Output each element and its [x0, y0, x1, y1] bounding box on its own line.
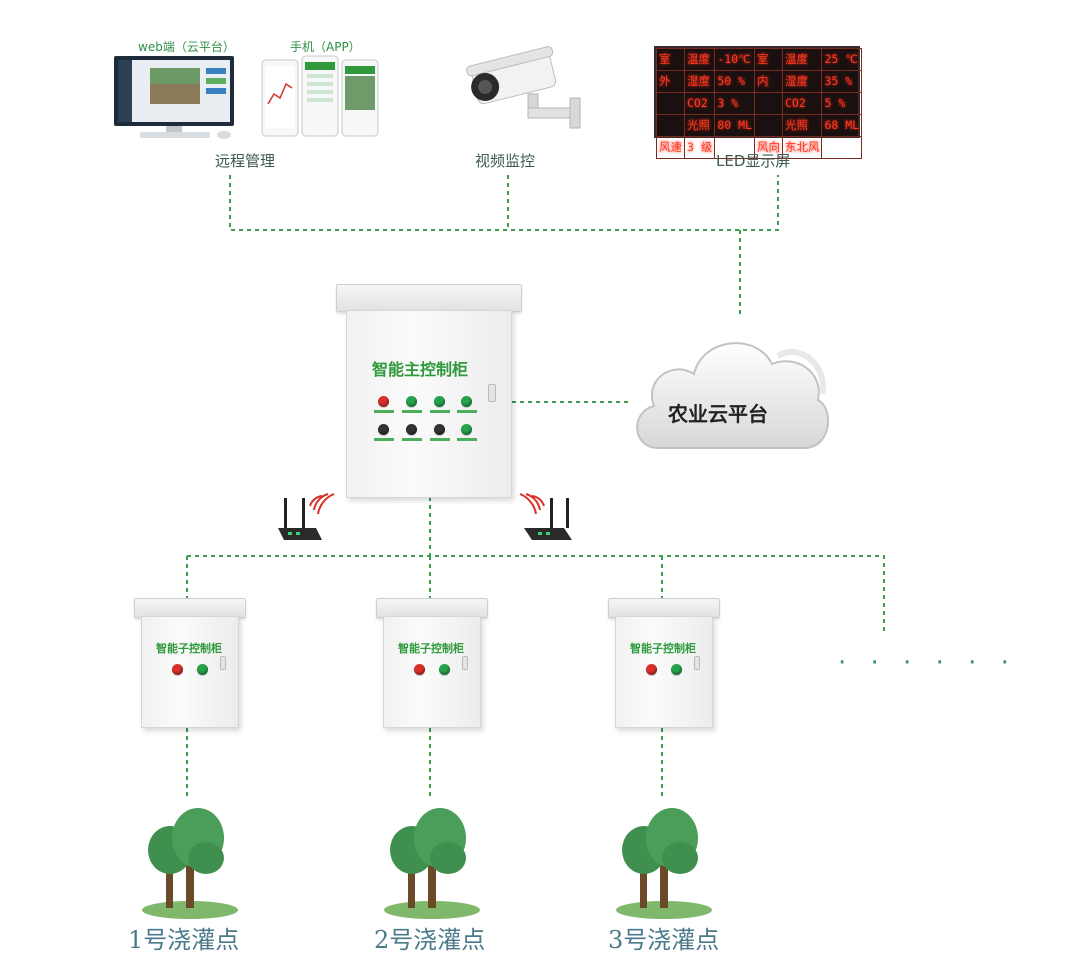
led-cell: 光照: [781, 114, 823, 137]
red-button-icon: [172, 664, 183, 675]
led-cell: CO2: [683, 92, 716, 115]
led-cell: 光照: [683, 114, 716, 137]
led-cell: [656, 92, 685, 115]
led-cell: 25 ℃: [821, 48, 863, 71]
main-cabinet-title: 智能主控制柜: [372, 360, 469, 379]
tree-icon: [142, 808, 238, 919]
main-cabinet-handle: [488, 384, 496, 402]
led-cell: 外: [656, 70, 685, 93]
led-cell: 风向: [753, 136, 783, 159]
main-cabinet: [346, 310, 512, 498]
led-cell: 湿度: [683, 70, 716, 93]
remote-label: 远程管理: [215, 152, 276, 170]
led-cell: [656, 114, 685, 137]
sub-cabinet-title: 智能子控制柜: [398, 642, 464, 655]
monitor-icon: [114, 56, 234, 139]
camera-icon: [466, 46, 581, 129]
led-cell: 温度: [781, 48, 823, 71]
led-cell: -10℃: [714, 48, 755, 71]
green-button-icon: [671, 664, 682, 675]
sub-cabinet-3: [615, 616, 713, 728]
more-indicator: · · · · · ·: [838, 648, 1017, 678]
tree-icon: [384, 808, 480, 919]
led-cell: 内: [753, 70, 783, 93]
dark-button-icon: [406, 424, 417, 435]
red-button-icon: [378, 396, 389, 407]
green-button-icon: [461, 396, 472, 407]
button-tag: [430, 410, 450, 413]
led-cell: 35 %: [821, 70, 863, 93]
button-tag: [402, 438, 422, 441]
phone-icon: [261, 55, 379, 137]
button-tag: [457, 438, 477, 441]
cloud-label: 农业云平台: [668, 402, 768, 426]
sub-cabinet-title: 智能子控制柜: [156, 642, 222, 655]
led-cell: CO2: [781, 92, 823, 115]
sub-cabinet-handle: [462, 656, 468, 670]
main-cabinet-roof: [336, 284, 522, 312]
led-cell: 68 ML: [821, 114, 863, 137]
sub-cabinet-1: [141, 616, 239, 728]
router-icon: [278, 493, 335, 540]
button-tag: [374, 410, 394, 413]
green-button-icon: [461, 424, 472, 435]
led-cell: 50 %: [714, 70, 755, 93]
led-cell: 3 级: [683, 136, 716, 159]
button-tag: [402, 410, 422, 413]
green-button-icon: [406, 396, 417, 407]
led-cell: 风速: [656, 136, 685, 159]
led-label: LED显示屏: [716, 152, 791, 170]
red-button-icon: [646, 664, 657, 675]
cloud-icon: [636, 342, 830, 449]
led-cell: 80 ML: [714, 114, 755, 137]
sub-cabinet-roof: [608, 598, 720, 618]
red-button-icon: [414, 664, 425, 675]
dark-button-icon: [434, 424, 445, 435]
led-cell: 室: [656, 48, 685, 71]
led-cell: [753, 114, 783, 137]
led-cell: 5 %: [821, 92, 863, 115]
led-cell: 温度: [683, 48, 716, 71]
sub-cabinet-title: 智能子控制柜: [630, 642, 696, 655]
irrigation-point-label-2: 2号浇灌点: [374, 926, 486, 954]
green-button-icon: [197, 664, 208, 675]
green-button-icon: [434, 396, 445, 407]
led-cell: 3 %: [714, 92, 755, 115]
web-caption: web端（云平台）: [138, 40, 235, 54]
dark-button-icon: [378, 424, 389, 435]
button-tag: [430, 438, 450, 441]
irrigation-point-label-1: 1号浇灌点: [128, 926, 240, 954]
led-cell: [821, 136, 863, 159]
camera-label: 视频监控: [475, 152, 536, 170]
button-tag: [374, 438, 394, 441]
irrigation-point-label-3: 3号浇灌点: [608, 926, 720, 954]
led-cell: 室: [753, 48, 783, 71]
led-cell: 湿度: [781, 70, 823, 93]
router-icon: [519, 493, 572, 540]
green-button-icon: [439, 664, 450, 675]
sub-cabinet-handle: [694, 656, 700, 670]
sub-cabinet-roof: [376, 598, 488, 618]
sub-cabinet-handle: [220, 656, 226, 670]
led-cell: [753, 92, 783, 115]
sub-cabinet-roof: [134, 598, 246, 618]
tree-icon: [616, 808, 712, 919]
app-caption: 手机（APP）: [290, 40, 361, 54]
button-tag: [457, 410, 477, 413]
sub-cabinet-2: [383, 616, 481, 728]
